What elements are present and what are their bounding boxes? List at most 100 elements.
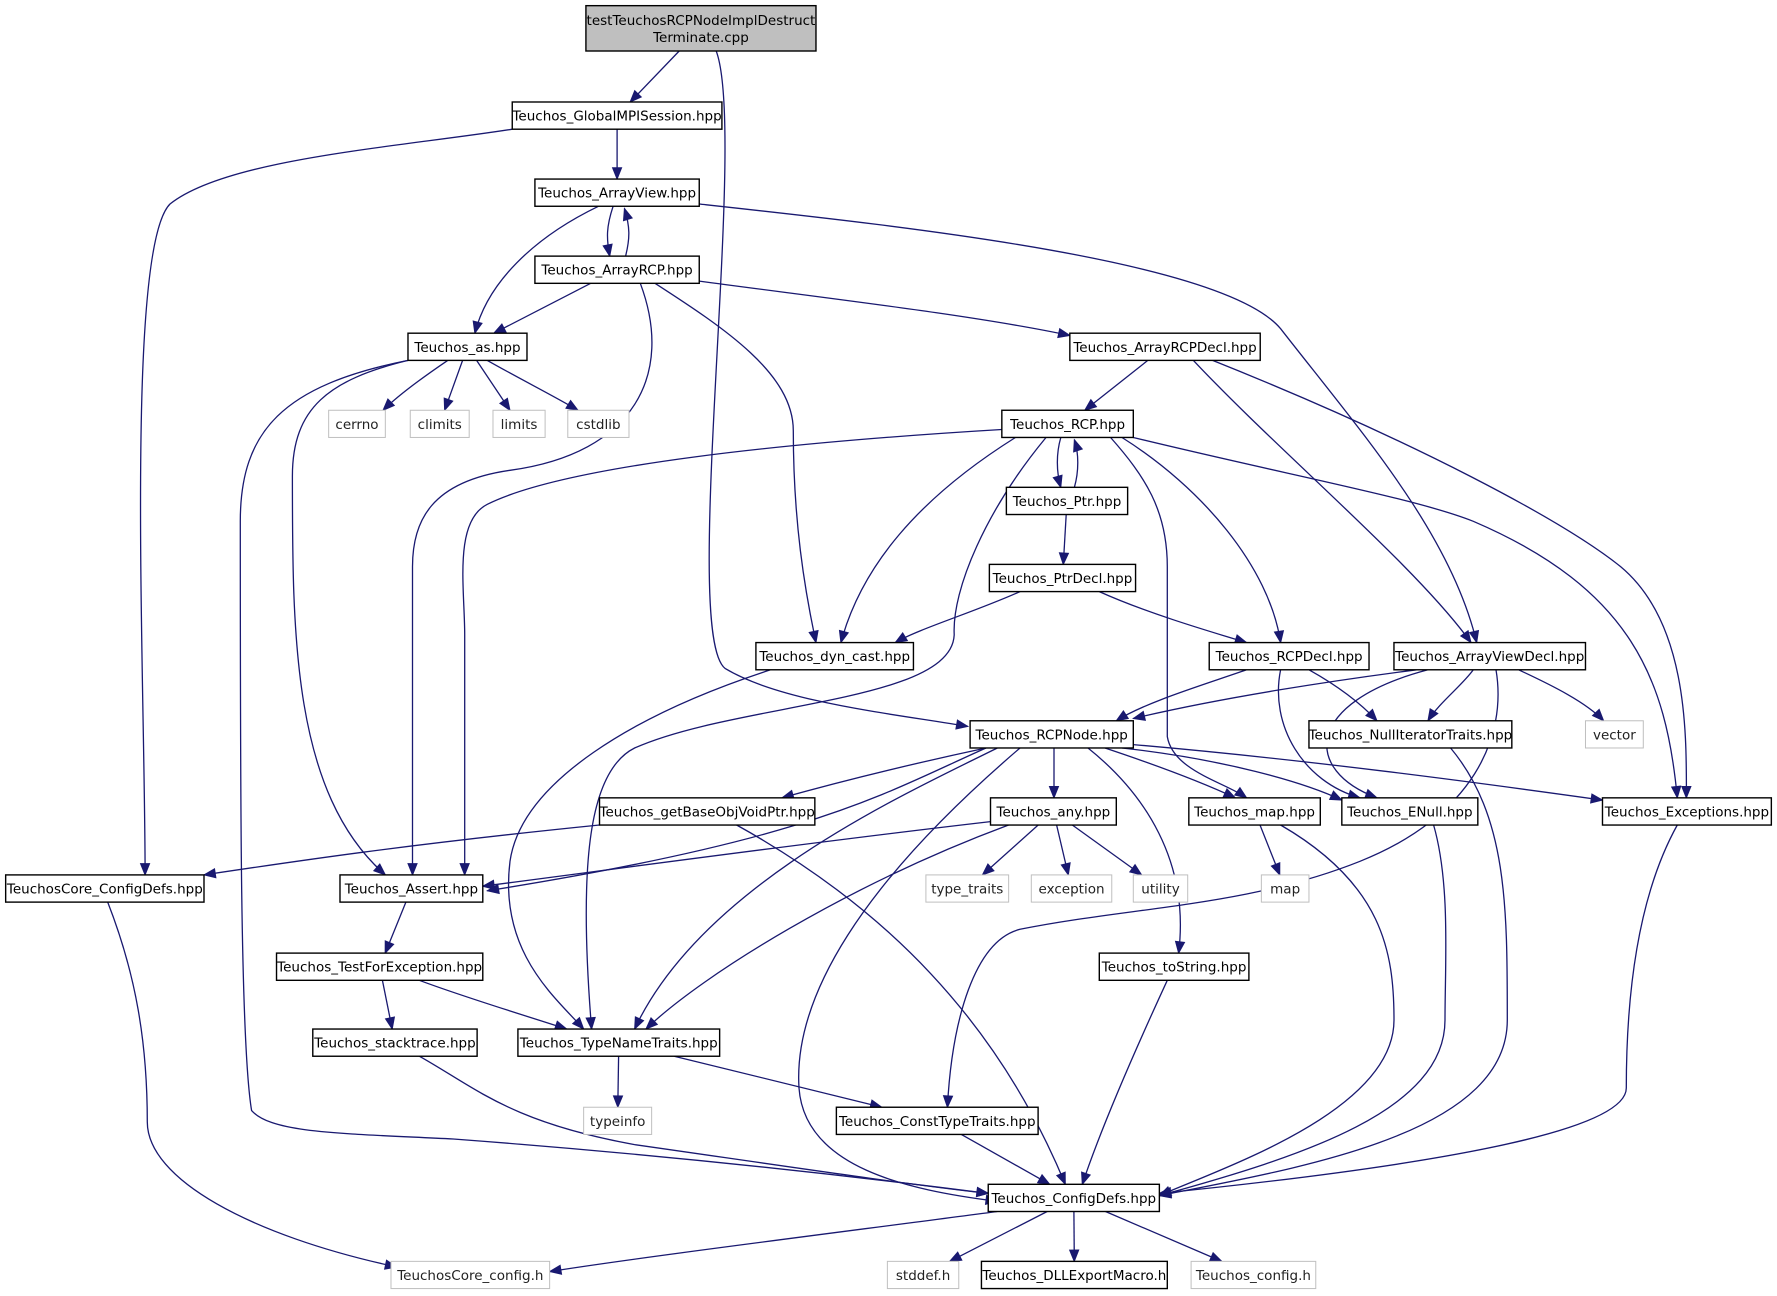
- node-avdecl[interactable]: Teuchos_ArrayViewDecl.hpp: [1393, 641, 1587, 671]
- edge-arcpdecl-to-avdecl: [1192, 359, 1472, 644]
- node-box: [1208, 641, 1370, 671]
- node-root[interactable]: testTeuchosRCPNodeImplDestructTerminate.…: [585, 4, 817, 52]
- edge-avdecl-to-rcpnode: [1131, 669, 1417, 721]
- node-label: testTeuchosRCPNodeImplDestruct: [587, 13, 816, 29]
- edge-ctt-to-cdefs: [960, 1133, 1051, 1185]
- node-limits: limits: [492, 409, 546, 438]
- node-climits: climits: [409, 409, 470, 438]
- node-box: [1098, 952, 1250, 982]
- node-box: [1260, 874, 1310, 903]
- edge-arcp-to-as: [492, 282, 591, 334]
- node-ptrdecl[interactable]: Teuchos_PtrDecl.hpp: [988, 563, 1137, 593]
- node-map[interactable]: Teuchos_map.hpp: [1188, 797, 1321, 826]
- node-dll[interactable]: Teuchos_DLLExportMacro.h: [980, 1260, 1168, 1290]
- edge-testfor-to-tnt: [419, 979, 568, 1031]
- edge-avdecl-to-nullit: [1427, 669, 1474, 722]
- node-label: climits: [418, 417, 462, 433]
- node-label: map: [1270, 882, 1300, 898]
- node-box: [339, 874, 484, 903]
- node-arcp[interactable]: Teuchos_ArrayRCP.hpp: [534, 255, 700, 285]
- node-arcpdecl[interactable]: Teuchos_ArrayRCPDecl.hpp: [1069, 332, 1261, 362]
- edge-any-to-typetraits: [981, 824, 1039, 876]
- edge-avdecl-to-vector: [1518, 669, 1605, 722]
- edge-stack-to-cdefs: [418, 1055, 990, 1198]
- node-box: [1308, 720, 1513, 749]
- node-box: [925, 874, 1010, 903]
- node-box: [1584, 720, 1644, 749]
- node-ccdefs[interactable]: TeuchosCore_ConfigDefs.hpp: [4, 874, 205, 903]
- edge-tnt-to-typeinfo: [612, 1056, 624, 1109]
- node-rcpnode[interactable]: Teuchos_RCPNode.hpp: [969, 720, 1135, 749]
- node-dyncast[interactable]: Teuchos_dyn_cast.hpp: [755, 641, 915, 671]
- node-enull[interactable]: Teuchos_ENull.hpp: [1341, 797, 1479, 826]
- edge-getbase-to-ccdefs: [202, 824, 600, 879]
- edge-rcp-to-rcpdecl: [1121, 436, 1285, 644]
- node-label: Teuchos_stacktrace.hpp: [313, 1036, 476, 1052]
- node-label: Teuchos_ConfigDefs.hpp: [990, 1191, 1156, 1207]
- node-label: Teuchos_toString.hpp: [1101, 960, 1247, 976]
- node-box: [1190, 1260, 1317, 1290]
- edge-rcpdecl-to-rcpnode: [1115, 669, 1247, 722]
- node-box: [390, 1260, 551, 1290]
- node-any[interactable]: Teuchos_any.hpp: [989, 797, 1118, 826]
- node-getbase[interactable]: Teuchos_getBaseObjVoidPtr.hpp: [599, 797, 816, 826]
- node-utility: utility: [1132, 874, 1189, 903]
- node-label: limits: [501, 417, 538, 433]
- edge-ptrdecl-to-rcpdecl: [1099, 591, 1248, 645]
- edge-rcp-to-assert: [459, 428, 1002, 877]
- node-box: [534, 255, 700, 285]
- node-tostring[interactable]: Teuchos_toString.hpp: [1098, 952, 1250, 982]
- edge-rcpnode-to-tnt: [634, 747, 998, 1031]
- node-rcp[interactable]: Teuchos_RCP.hpp: [1001, 409, 1135, 439]
- edge-rcpnode-to-cdefs: [798, 747, 1021, 1206]
- node-box: [1001, 409, 1135, 439]
- edge-cdefs-to-dll: [1068, 1211, 1080, 1263]
- edge-rcpnode-to-map: [1104, 747, 1237, 799]
- node-box: [1069, 332, 1261, 362]
- node-box: [567, 409, 630, 438]
- edge-as-to-cerrno: [382, 359, 449, 412]
- node-box: [1188, 797, 1321, 826]
- edge-arcpdecl-to-exc: [1212, 359, 1692, 800]
- edge-rcpnode-to-exc: [1133, 743, 1604, 804]
- node-box: [980, 1260, 1168, 1290]
- node-label: Teuchos_GlobalMPISession.hpp: [511, 109, 721, 125]
- node-coreconfig: TeuchosCore_config.h: [390, 1260, 551, 1290]
- node-box: [1393, 641, 1587, 671]
- edge-av-to-arcp: [602, 206, 614, 258]
- node-gmpi[interactable]: Teuchos_GlobalMPISession.hpp: [511, 101, 723, 130]
- node-label: Teuchos_DLLExportMacro.h: [981, 1268, 1166, 1284]
- edge-rcp-to-tnt: [585, 437, 1047, 1031]
- node-box: [4, 874, 205, 903]
- node-exc[interactable]: Teuchos_Exceptions.hpp: [1601, 797, 1773, 826]
- node-testfor[interactable]: Teuchos_TestForException.hpp: [275, 952, 484, 982]
- edge-rcpnode-to-enull: [1121, 747, 1344, 801]
- node-rcpdecl[interactable]: Teuchos_RCPDecl.hpp: [1208, 641, 1370, 671]
- edge-any-to-exception: [1055, 824, 1071, 877]
- node-box: [407, 332, 528, 362]
- edge-rcp-to-exc: [1133, 436, 1682, 800]
- node-box: [987, 1183, 1161, 1213]
- node-nullit[interactable]: Teuchos_NullIteratorTraits.hpp: [1308, 720, 1513, 749]
- edge-root-to-rcpnode: [708, 50, 970, 730]
- node-typeinfo: typeinfo: [583, 1106, 653, 1135]
- node-label: TeuchosCore_ConfigDefs.hpp: [6, 882, 203, 898]
- edge-rcp-to-ptr: [1052, 437, 1063, 489]
- node-av[interactable]: Teuchos_ArrayView.hpp: [534, 178, 700, 207]
- node-tnt[interactable]: Teuchos_TypeNameTraits.hpp: [517, 1028, 721, 1057]
- node-label: Teuchos_any.hpp: [996, 804, 1111, 820]
- node-ptr[interactable]: Teuchos_Ptr.hpp: [1005, 486, 1129, 516]
- node-as[interactable]: Teuchos_as.hpp: [407, 332, 528, 362]
- node-box: [1030, 874, 1113, 903]
- node-vector: vector: [1584, 720, 1644, 749]
- node-assert[interactable]: Teuchos_Assert.hpp: [339, 874, 484, 903]
- edge-as-to-cstdlib: [486, 359, 580, 411]
- node-exception: exception: [1030, 874, 1113, 903]
- node-cdefs[interactable]: Teuchos_ConfigDefs.hpp: [987, 1183, 1161, 1213]
- node-stack[interactable]: Teuchos_stacktrace.hpp: [312, 1028, 478, 1057]
- node-label: cerrno: [335, 417, 378, 433]
- node-label: Teuchos_NullIteratorTraits.hpp: [1308, 727, 1513, 743]
- node-ctt[interactable]: Teuchos_ConstTypeTraits.hpp: [835, 1106, 1039, 1136]
- edge-dyncast-to-tnt: [507, 669, 771, 1031]
